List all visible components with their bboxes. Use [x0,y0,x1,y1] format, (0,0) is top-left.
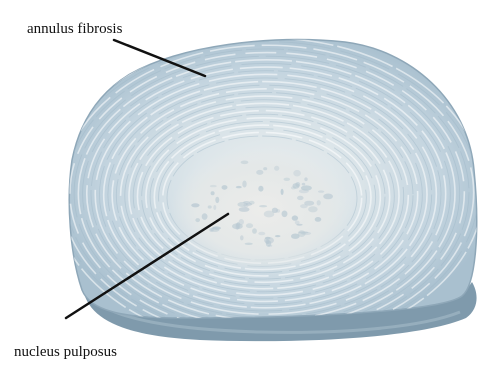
nucleus-speckle [240,235,244,240]
nucleus-speckle [281,189,284,195]
nucleus-pulposus [170,148,354,272]
nucleus-speckle [297,196,304,200]
nucleus-speckle [246,223,253,228]
nucleus-speckle [222,185,228,190]
annulus-fibrosis-label: annulus fibrosis [27,22,122,37]
nucleus-speckle [209,228,213,232]
nucleus-speckle [258,186,263,192]
nucleus-speckle [317,200,321,205]
nucleus-speckle [215,197,219,203]
nucleus-speckle [243,201,250,204]
nucleus-speckle [239,207,250,212]
nucleus-speckle [275,235,281,237]
nucleus-speckle [274,166,279,171]
nucleus-speckle [195,218,200,222]
nucleus-speckle [299,189,309,193]
nucleus-speckle [208,205,212,208]
nucleus-speckle [298,230,306,237]
nucleus-speckle [236,186,242,188]
nucleus-speckle [263,167,267,170]
nucleus-speckle [323,194,333,200]
nucleus-speckle [213,205,216,210]
nucleus-speckle [276,209,280,213]
nucleus-speckle [202,213,208,220]
nucleus-speckle [245,243,253,245]
nucleus-speckle [211,191,215,195]
nucleus-speckle [292,215,298,220]
nucleus-speckle [241,161,249,165]
nucleus-speckle [242,181,246,188]
nucleus-speckle [252,228,257,234]
nucleus-speckle [284,178,291,181]
nucleus-speckle [282,211,288,218]
nucleus-speckle [232,223,243,229]
nucleus-speckle [308,206,318,212]
nucleus-speckle [256,170,263,175]
nucleus-speckle [304,177,307,181]
nucleus-pulposus-label: nucleus pulposus [14,345,117,360]
nucleus-speckle [291,186,296,189]
nucleus-speckle [315,217,322,222]
nucleus-speckle [264,237,274,244]
nucleus-speckle [259,205,267,207]
nucleus-speckle [293,170,301,177]
nucleus-speckle [318,190,324,192]
nucleus-speckle [304,201,314,206]
nucleus-speckle [295,221,300,225]
nucleus-speckle [191,203,199,207]
nucleus-speckle [302,183,306,186]
nucleus-speckle [258,232,265,236]
nucleus-speckle [210,185,217,187]
